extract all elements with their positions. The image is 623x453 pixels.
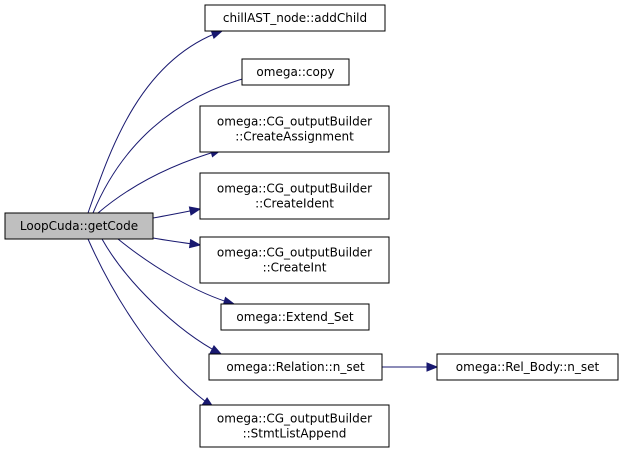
node-createIdent[interactable]: omega::CG_outputBuilder::CreateIdent xyxy=(199,172,390,220)
edge-relationNSet-to-relBodyNSet xyxy=(382,362,439,372)
node-label: omega::Relation::n_set xyxy=(226,360,365,374)
node-box[interactable] xyxy=(208,353,383,381)
node-addChild[interactable]: chillAST_node::addChild xyxy=(204,4,386,32)
edge-line xyxy=(101,238,222,355)
node-box[interactable] xyxy=(220,303,370,331)
node-box[interactable] xyxy=(436,353,619,381)
node-box[interactable] xyxy=(4,212,154,240)
node-label: ::StmtListAppend xyxy=(243,427,347,441)
node-label: omega::CG_outputBuilder xyxy=(217,246,372,260)
edge-root-to-createInt xyxy=(152,237,202,249)
node-box[interactable] xyxy=(241,58,350,86)
edge-line xyxy=(97,149,222,214)
node-label: omega::CG_outputBuilder xyxy=(217,412,372,426)
arrowhead-icon xyxy=(426,362,439,372)
node-box[interactable] xyxy=(204,4,386,32)
node-relationNSet[interactable]: omega::Relation::n_set xyxy=(208,353,383,381)
node-label: ::CreateAssignment xyxy=(235,130,354,144)
node-root[interactable]: LoopCuda::getCode xyxy=(4,212,154,240)
node-label: ::CreateInt xyxy=(263,261,327,275)
node-extendSet[interactable]: omega::Extend_Set xyxy=(220,303,370,331)
arrowhead-icon xyxy=(210,30,224,39)
node-copy[interactable]: omega::copy xyxy=(241,58,350,86)
node-label: omega::Rel_Body::n_set xyxy=(456,360,600,374)
edge-line xyxy=(117,238,235,305)
edge-line xyxy=(92,75,254,214)
node-box[interactable] xyxy=(199,105,390,153)
node-label: omega::CG_outputBuilder xyxy=(217,115,372,129)
node-box[interactable] xyxy=(199,172,390,220)
node-label: omega::CG_outputBuilder xyxy=(217,182,372,196)
arrowhead-icon xyxy=(188,206,202,216)
nodes-layer: LoopCuda::getCode chillAST_node::addChild… xyxy=(4,4,619,448)
node-box[interactable] xyxy=(199,236,390,284)
arrowhead-icon xyxy=(188,238,202,249)
edge-root-to-relationNSet xyxy=(101,238,223,355)
edge-line xyxy=(87,238,214,408)
node-label: omega::copy xyxy=(256,65,334,79)
edge-line xyxy=(87,30,223,214)
node-label: LoopCuda::getCode xyxy=(20,219,138,233)
edge-root-to-createIdent xyxy=(152,206,202,219)
node-stmtListAppend[interactable]: omega::CG_outputBuilder::StmtListAppend xyxy=(199,404,390,448)
node-label: ::CreateIdent xyxy=(255,197,334,211)
arrowhead-icon xyxy=(209,344,223,355)
node-createInt[interactable]: omega::CG_outputBuilder::CreateInt xyxy=(199,236,390,284)
node-box[interactable] xyxy=(199,404,390,448)
edge-root-to-stmtListAppend xyxy=(87,238,215,408)
node-label: chillAST_node::addChild xyxy=(223,11,367,25)
node-createAssignment[interactable]: omega::CG_outputBuilder::CreateAssignmen… xyxy=(199,105,390,153)
node-label: omega::Extend_Set xyxy=(236,310,353,324)
node-relBodyNSet[interactable]: omega::Rel_Body::n_set xyxy=(436,353,619,381)
